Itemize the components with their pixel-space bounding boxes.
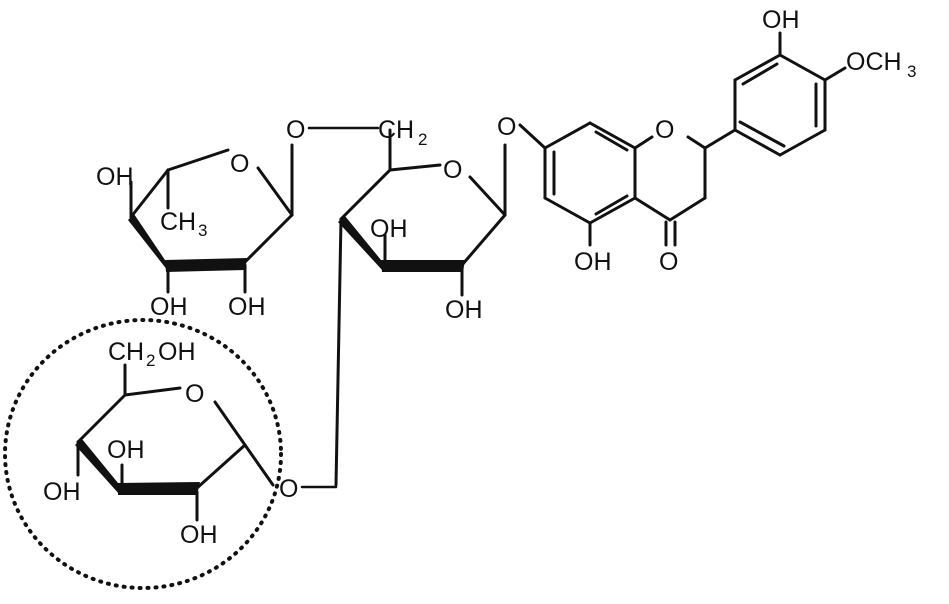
rha-hydroxyl-c4: OH bbox=[96, 163, 134, 191]
flavanone-carbonyl-oxygen: O bbox=[659, 248, 678, 276]
terminal-hydroxyl-c3: OH bbox=[107, 436, 145, 464]
flavanone-ring-oxygen: O bbox=[655, 116, 674, 144]
rhamnose-ring bbox=[128, 143, 294, 294]
terminal-ch2oh-c: CH bbox=[108, 338, 144, 366]
flavanone-hydroxyl-c5: OH bbox=[574, 248, 612, 276]
terminal-ch2oh-sub: 2 bbox=[146, 351, 155, 370]
glc-ring-oxygen: O bbox=[443, 156, 462, 184]
glc-hydroxyl-c2: OH bbox=[445, 296, 483, 324]
glc-ch2-c: CH bbox=[378, 116, 414, 144]
glycosidic-oxygen-2: O bbox=[497, 113, 516, 141]
terminal-ch2oh-oh: OH bbox=[158, 338, 196, 366]
glc-ch2-sub: 2 bbox=[418, 130, 427, 149]
glc-hydroxyl-c3: OH bbox=[370, 215, 408, 243]
phenyl-hydroxyl: OH bbox=[762, 6, 800, 34]
flavanone-core bbox=[518, 121, 737, 247]
terminal-hydroxyl-c2: OH bbox=[180, 521, 218, 549]
glycosidic-oxygen-1: O bbox=[286, 116, 305, 144]
phenyl-ring bbox=[733, 31, 847, 157]
glycosidic-oxygen-3: O bbox=[279, 475, 298, 503]
atom-labels: O OH CH 3 OH OH O CH 2 O OH OH O CH 2 OH… bbox=[43, 6, 916, 549]
terminal-hydroxyl-c4: OH bbox=[43, 478, 81, 506]
rha-hydroxyl-c2: OH bbox=[228, 293, 266, 321]
rha-hydroxyl-c3: OH bbox=[150, 293, 188, 321]
glucose-ring-terminal bbox=[75, 363, 338, 522]
phenyl-methoxy: OCH bbox=[846, 48, 902, 76]
rha-methyl-sub: 3 bbox=[198, 221, 207, 240]
highlight-circle bbox=[3, 318, 283, 590]
rha-ring-oxygen: O bbox=[230, 150, 249, 178]
terminal-ring-oxygen: O bbox=[185, 380, 204, 408]
rha-methyl-ch: CH bbox=[160, 208, 196, 236]
phenyl-methoxy-sub: 3 bbox=[907, 62, 916, 81]
glucose-ring-middle bbox=[334, 128, 507, 487]
